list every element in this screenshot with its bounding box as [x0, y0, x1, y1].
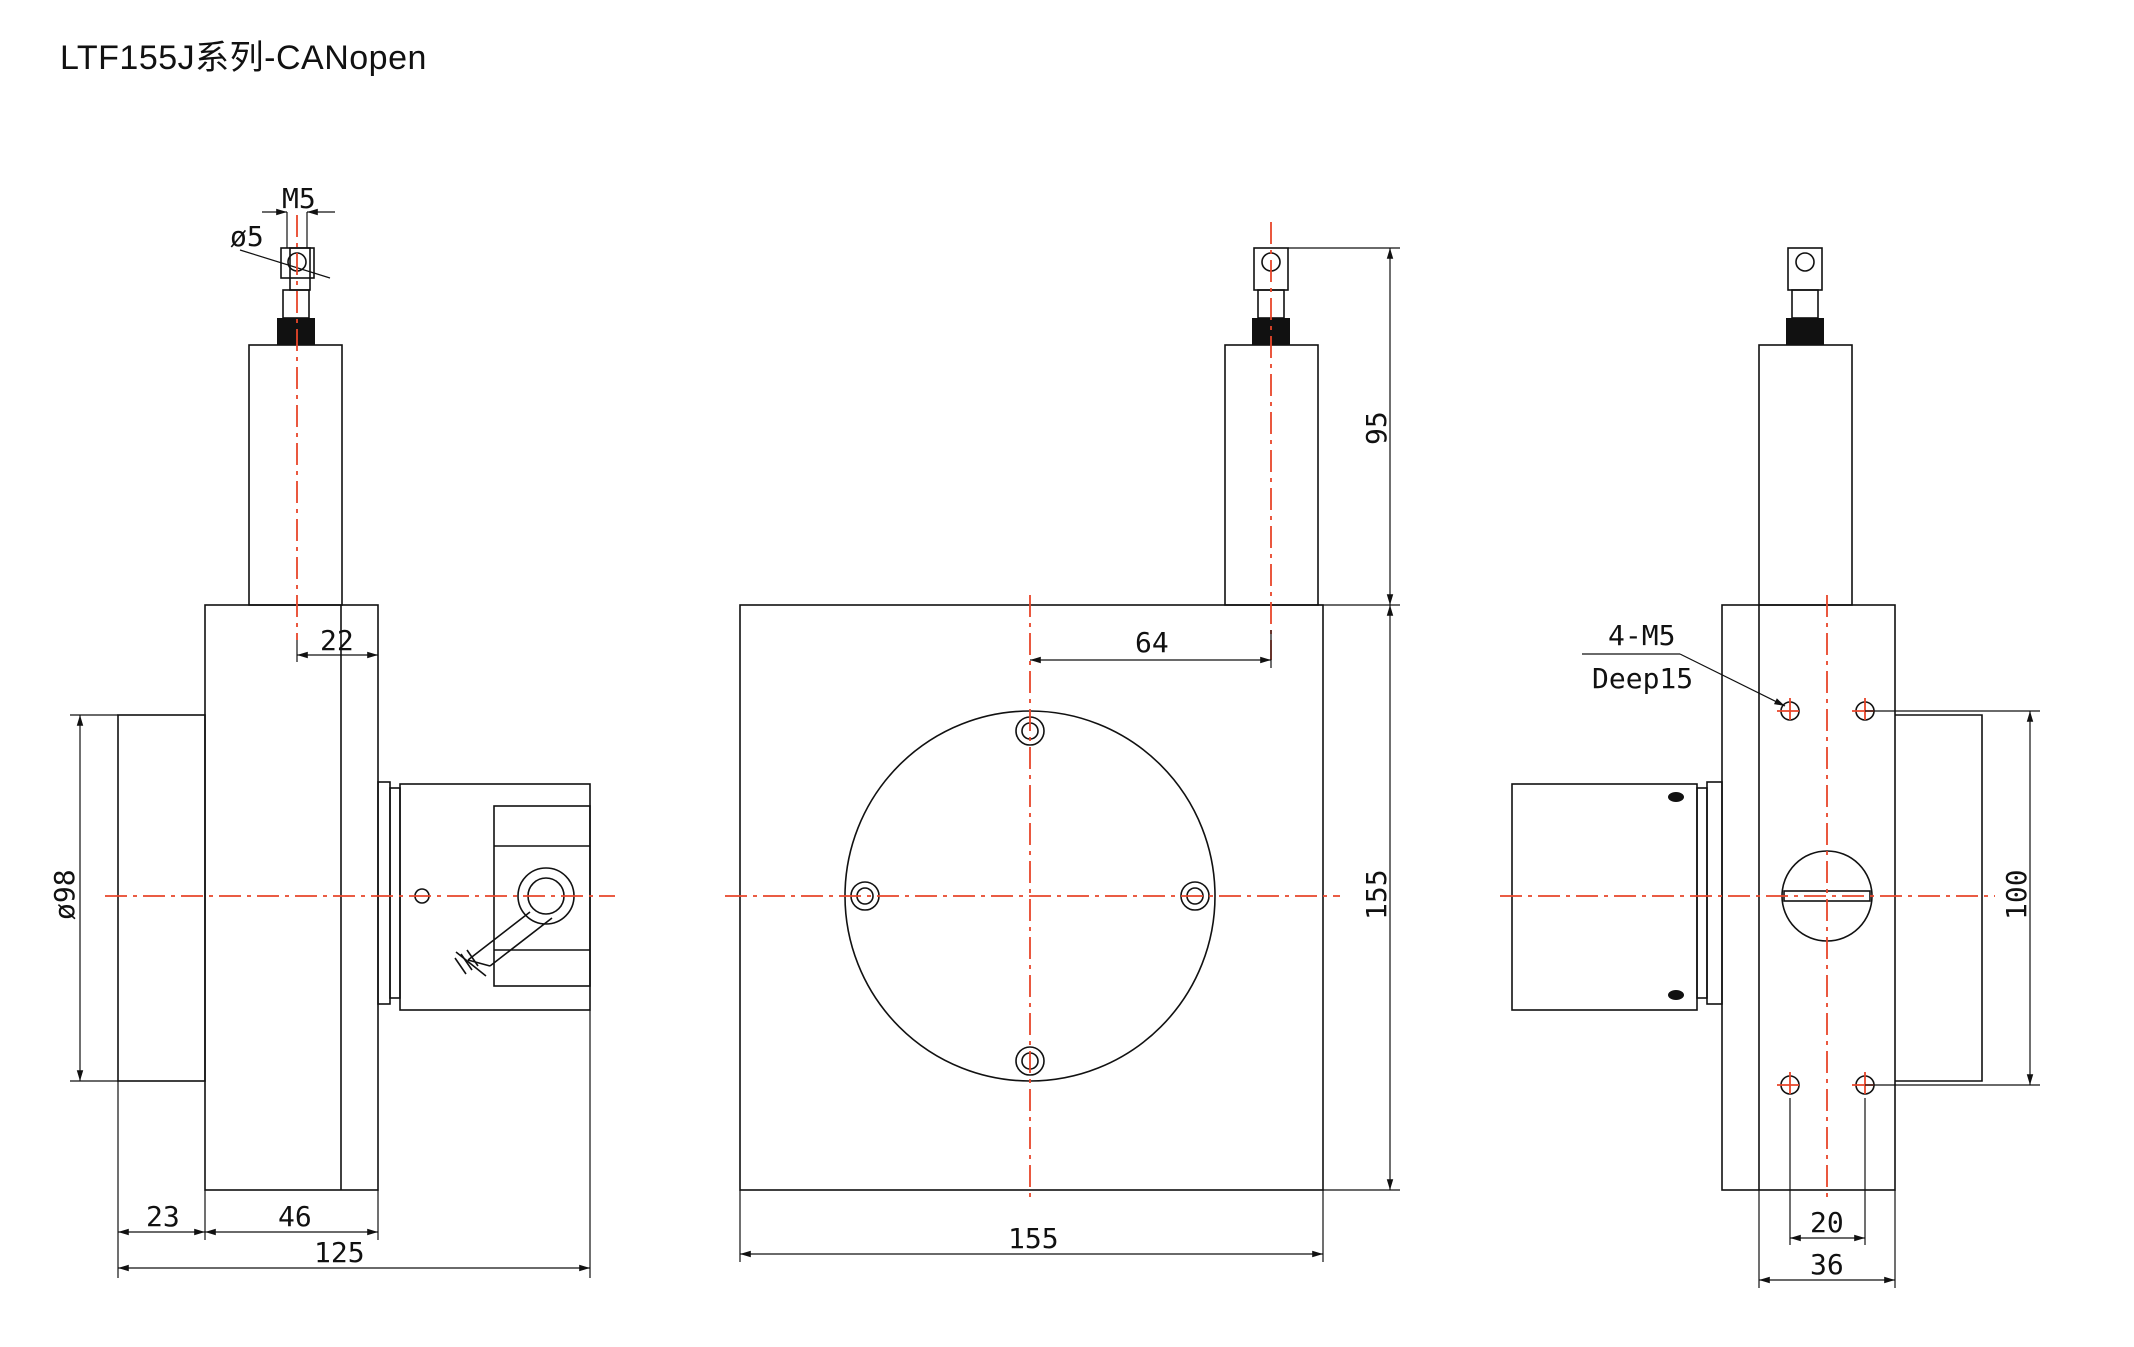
- side-hole-dia-label: ø5: [230, 220, 264, 253]
- rear-eyelet: [1787, 247, 1823, 291]
- rear-cable-tube: [1758, 344, 1853, 606]
- rear-spacing-h-label: 20: [1810, 1206, 1844, 1239]
- front-height-label: 155: [1360, 869, 1393, 920]
- side-nut: [282, 289, 310, 319]
- side-bushing: [277, 318, 315, 345]
- rear-bushing: [1786, 318, 1824, 345]
- rear-width-label: 36: [1810, 1248, 1844, 1281]
- side-cable-tube: [248, 344, 343, 606]
- side-view: M5 ø5 22 ø98: [48, 182, 615, 1278]
- rear-encoder: [1511, 783, 1698, 1011]
- side-main-body: [204, 604, 379, 1191]
- front-main-body: [739, 604, 1324, 1191]
- side-dim-body-label: 46: [278, 1200, 312, 1233]
- page-title: LTF155J系列-CANopen: [60, 39, 427, 77]
- side-dia-label: ø98: [48, 869, 81, 920]
- rear-spacing-v-label: 100: [2000, 869, 2033, 920]
- rear-holes-label: 4-M5: [1608, 619, 1675, 652]
- side-offset-label: 22: [320, 624, 354, 657]
- front-height-top-label: 95: [1360, 411, 1393, 445]
- front-offset-label: 64: [1135, 626, 1169, 659]
- side-drum-cover: [117, 714, 206, 1082]
- front-width-label: 155: [1008, 1222, 1059, 1255]
- side-dim-front-label: 23: [146, 1200, 180, 1233]
- front-view: 95 64 155 155: [725, 222, 1400, 1262]
- side-dim-total-label: 125: [314, 1236, 365, 1269]
- rear-bracket: [1895, 714, 1983, 1082]
- rear-depth-label: Deep15: [1592, 662, 1693, 695]
- side-thread-label: M5: [282, 182, 316, 215]
- rear-view: 4-M5 Deep15 100 20 36: [1500, 247, 2040, 1288]
